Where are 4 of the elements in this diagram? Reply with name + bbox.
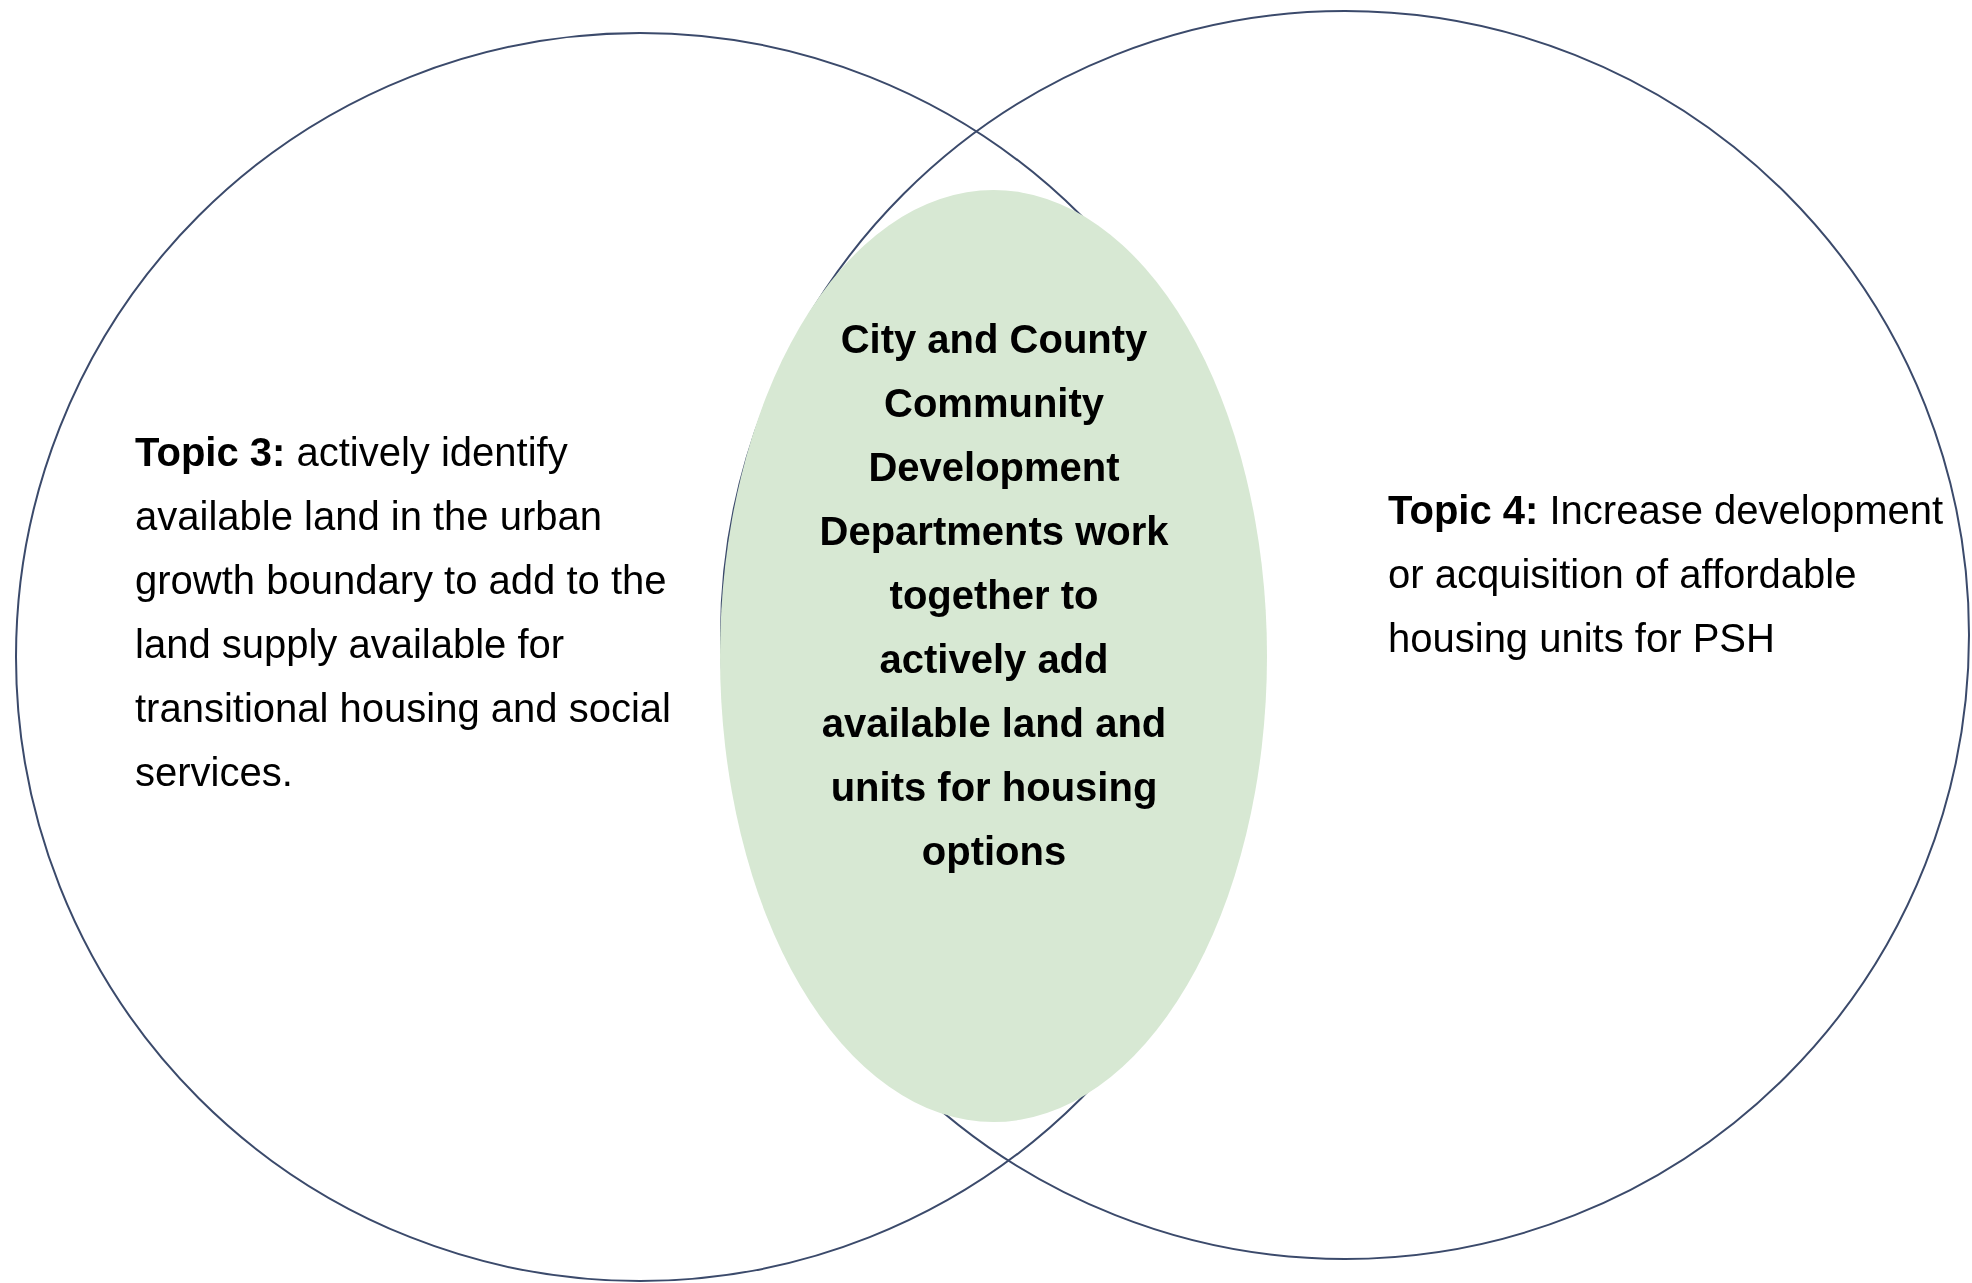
topic-text: Topic 4: Increase development or acquisition of affordable housing units for PSH (1388, 487, 1945, 662)
topic-text: Topic 3: actively identify available land in the urban growth boundary to add to the land supply available for transitional housing and social services. (135, 429, 672, 796)
overlap-text: City and County Community Development Departments work together to actively add available land and units for housing options (818, 316, 1170, 875)
overlap-ellipse (719, 189, 1268, 1123)
